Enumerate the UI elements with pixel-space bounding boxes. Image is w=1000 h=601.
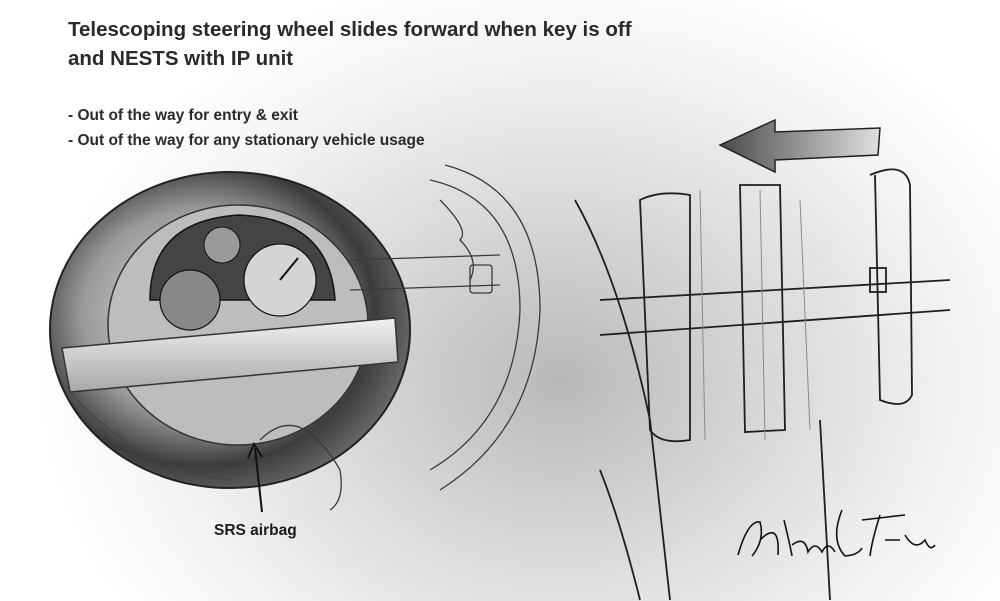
bullet-item: Out of the way for entry & exit: [68, 103, 425, 128]
telescoping-column-sketch: [574, 118, 951, 601]
bullet-list: Out of the way for entry & exit Out of t…: [68, 103, 425, 153]
nested-wheel-sketch: [49, 164, 541, 513]
title-line-1: Telescoping steering wheel slides forwar…: [68, 18, 632, 41]
forward-arrow-icon: [718, 118, 881, 174]
bullet-item: Out of the way for any stationary vehicl…: [68, 128, 424, 153]
page-title: Telescoping steering wheel slides forwar…: [68, 15, 828, 73]
srs-airbag-label: SRS airbag: [214, 522, 297, 539]
signature: [737, 509, 936, 557]
title-line-2: and NESTS with IP unit: [68, 47, 294, 70]
